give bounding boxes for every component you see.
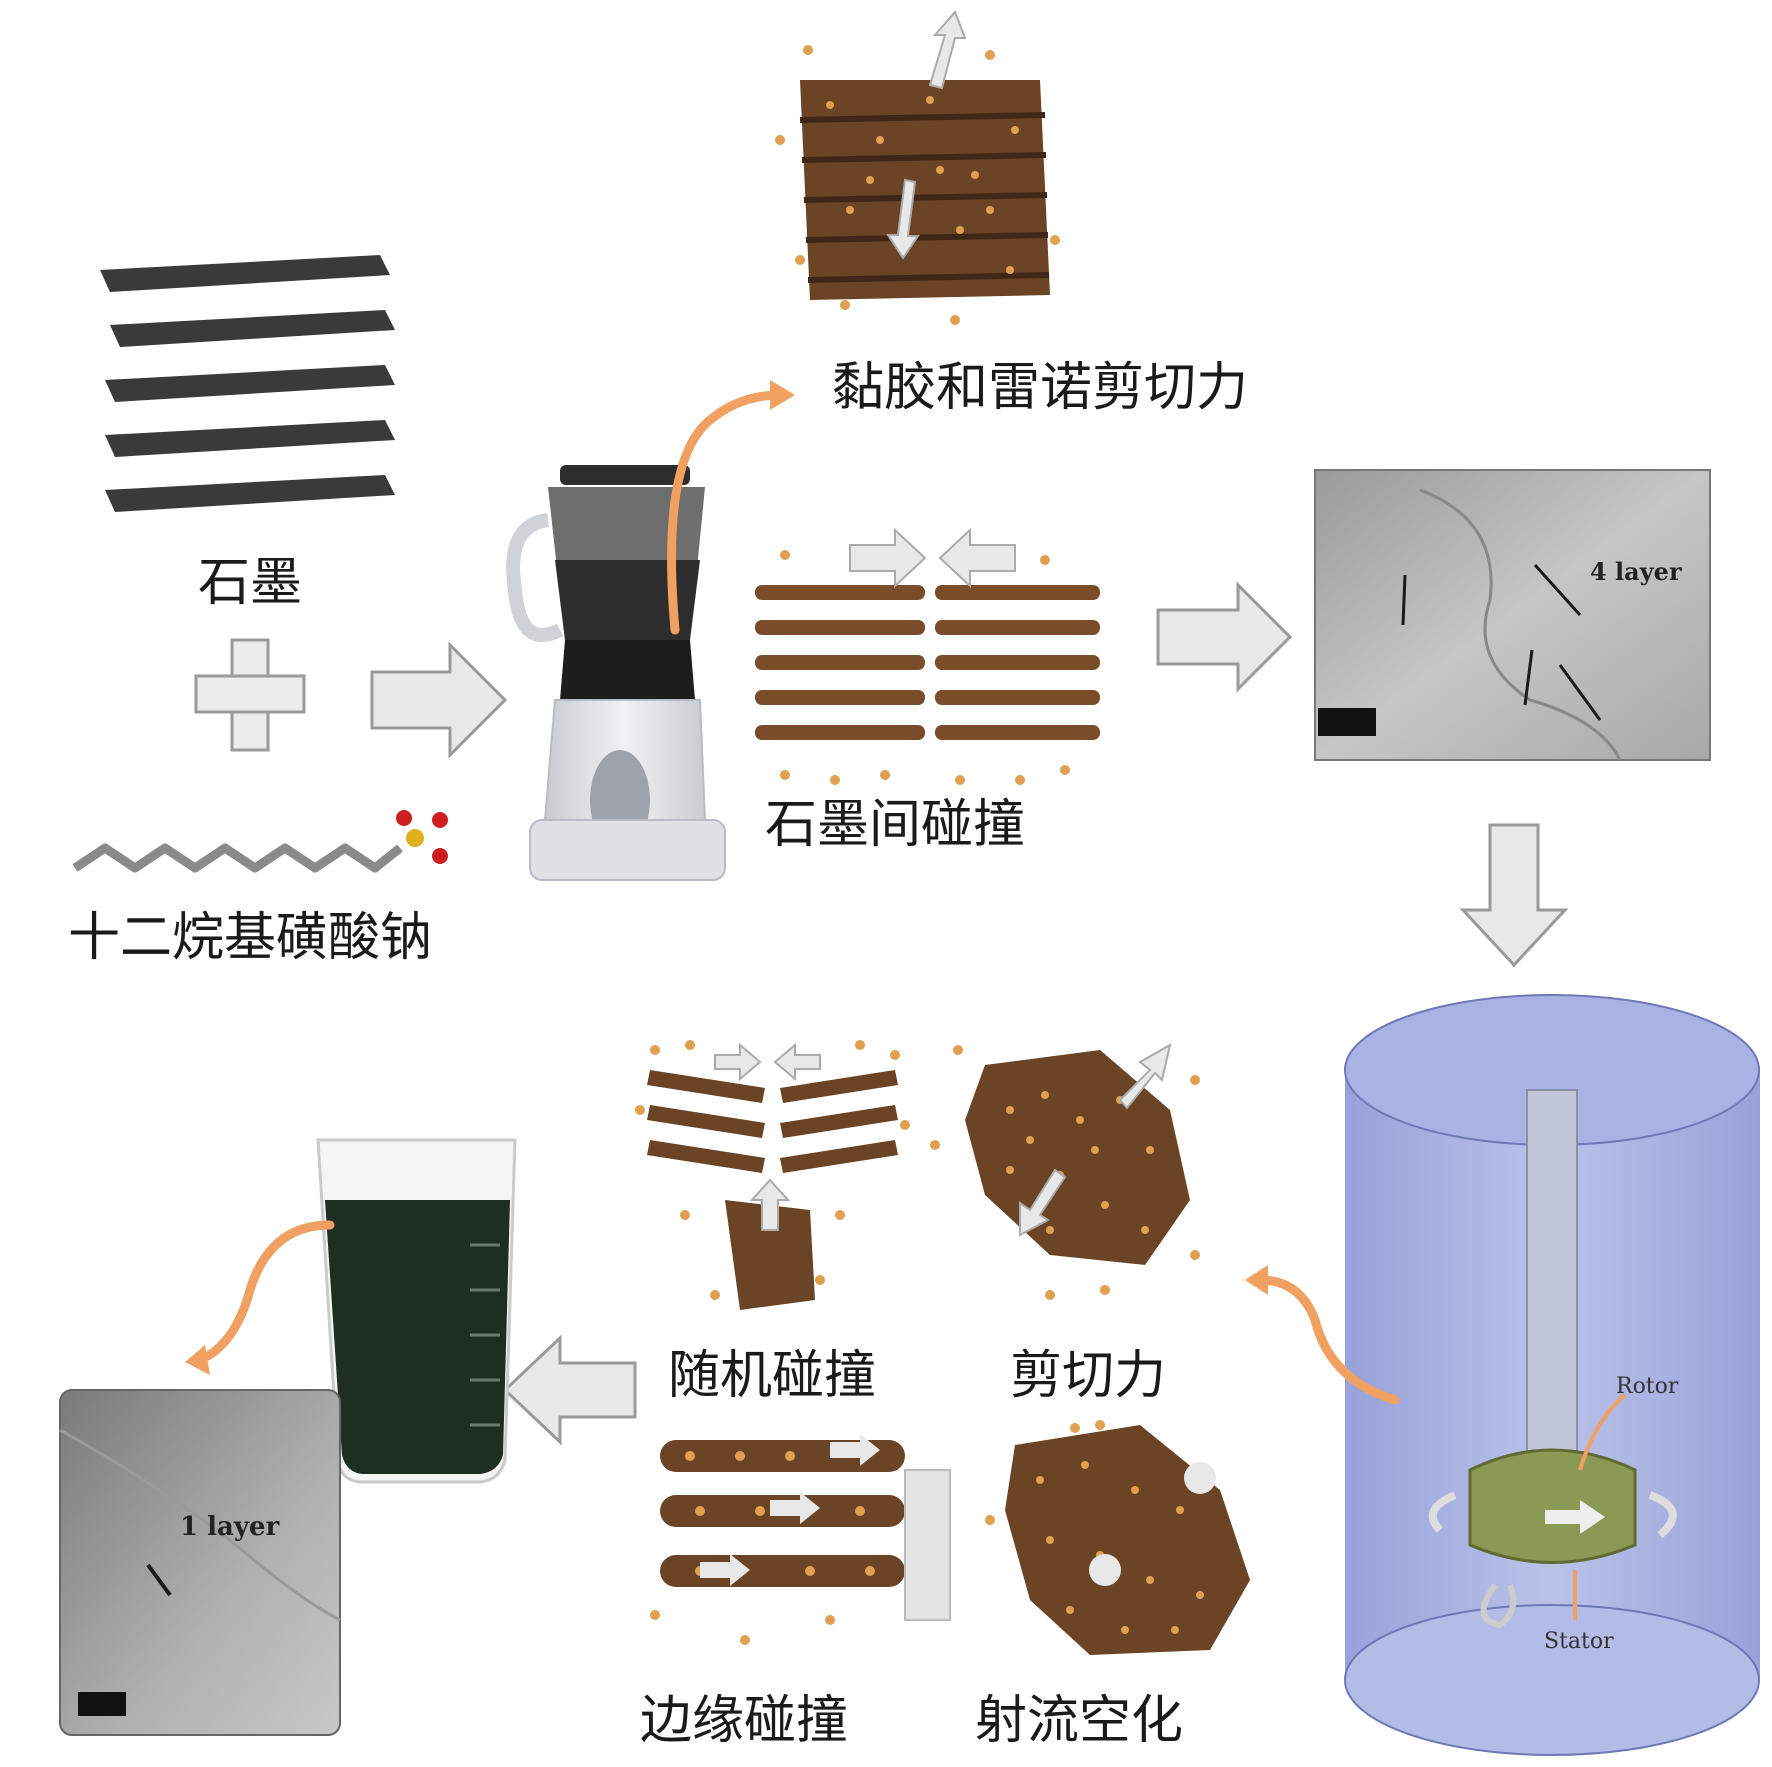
arrow-left-icon xyxy=(505,1338,635,1442)
arrow-right-icon xyxy=(1158,585,1290,689)
arrow-right-icon xyxy=(372,645,505,755)
viscous-reynolds-shear-label: 黏胶和雷诺剪切力 xyxy=(832,358,1248,418)
shear-mixer-tank: Rotor Stator xyxy=(1345,995,1760,1755)
arrow-down-icon xyxy=(1463,825,1565,965)
blender xyxy=(513,465,725,880)
graphite-stack xyxy=(100,255,395,512)
sds-molecule xyxy=(75,810,448,868)
plus-icon xyxy=(196,640,304,750)
rotor-label: Rotor xyxy=(1616,1374,1679,1399)
tem-image-bottom: 1 layer xyxy=(60,1390,340,1735)
graphite-collision-label: 石墨间碰撞 xyxy=(765,795,1025,855)
shear-force-label: 剪切力 xyxy=(1010,1346,1166,1406)
tem-bottom-layer-label: 1 layer xyxy=(180,1512,280,1542)
graphene-dispersion-beaker xyxy=(318,1140,515,1482)
graphite-collision xyxy=(755,530,1100,785)
curved-pointer-beaker xyxy=(200,1225,330,1360)
sds-label: 十二烷基磺酸钠 xyxy=(68,908,432,968)
graphite-label: 石墨 xyxy=(198,553,302,613)
jet-cavitation-label: 射流空化 xyxy=(975,1691,1183,1751)
shear-graphite-block xyxy=(775,12,1060,325)
random-collision-label: 随机碰撞 xyxy=(668,1346,876,1406)
shear-force xyxy=(930,1045,1200,1300)
tem-image-top: 4 layer xyxy=(1315,470,1710,760)
random-collision xyxy=(635,1040,910,1310)
tem-top-layer-label: 4 layer xyxy=(1590,557,1682,586)
jet-cavitation xyxy=(985,1420,1250,1655)
edge-collision-label: 边缘碰撞 xyxy=(640,1691,848,1751)
edge-collision xyxy=(650,1434,950,1645)
stator-label: Stator xyxy=(1544,1629,1614,1654)
